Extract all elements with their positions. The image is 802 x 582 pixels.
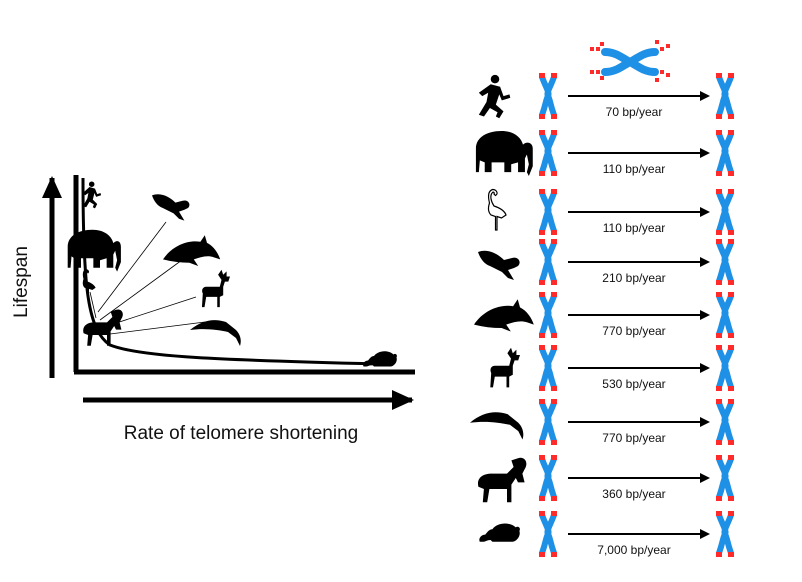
comparison-row: 210 bp/year (478, 239, 734, 285)
mouse-icon (479, 523, 520, 542)
chromosome-before-icon (539, 73, 557, 119)
plot-goat-icon (83, 309, 123, 346)
chromosome-before-icon (539, 239, 557, 285)
chromosome-after-icon (716, 511, 734, 557)
comparison-row: 530 bp/year (490, 345, 734, 391)
chromosome-after-icon (716, 292, 734, 338)
plot-deer-icon (201, 269, 230, 308)
plot-runner-icon (82, 181, 102, 209)
shortening-rate-label: 770 bp/year (602, 431, 665, 445)
comparison-row: 110 bp/year (487, 188, 734, 235)
comparison-row: 110 bp/year (475, 130, 734, 177)
vulture-icon (478, 250, 520, 280)
comparison-row: 770 bp/year (474, 292, 734, 338)
dolphin-icon (474, 299, 534, 332)
chromosome-before-icon (539, 292, 557, 338)
lifespan-plot: Lifespan Rate of telomere shortening (11, 175, 415, 444)
elephant-icon (475, 130, 533, 177)
shortening-rate-label: 360 bp/year (602, 487, 665, 501)
chromosome-after-icon (716, 345, 734, 391)
plot-dolphin-icon (163, 235, 221, 266)
chromosome-after-icon (716, 189, 734, 235)
plot-elephant-icon (67, 229, 121, 272)
comparison-row: 360 bp/year (477, 455, 734, 503)
comparison-row: 770 bp/year (470, 399, 734, 445)
chromosome-after-icon (716, 239, 734, 285)
chromosome-after-icon (716, 130, 734, 176)
chromosome-after-icon (716, 399, 734, 445)
shortening-rate-label: 110 bp/year (603, 221, 666, 235)
shortening-rate-label: 530 bp/year (602, 377, 665, 391)
chromosome-before-icon (539, 130, 557, 176)
comparison-row: 7,000 bp/year (479, 511, 734, 557)
plot-mouse-icon (363, 351, 397, 367)
chromosome-before-icon (539, 345, 557, 391)
chromosome-after-icon (716, 455, 734, 501)
shortening-rate-label: 210 bp/year (602, 271, 665, 285)
shortening-rate-label: 770 bp/year (602, 324, 665, 338)
chromosome-before-icon (539, 189, 557, 235)
seabird-icon (470, 412, 524, 440)
comparison-row: 70 bp/year (478, 73, 734, 119)
chromosome-after-icon (716, 73, 734, 119)
dividing-chromosome-icon (590, 40, 670, 82)
y-axis-label: Lifespan (11, 246, 32, 318)
shortening-rate-label: 110 bp/year (603, 162, 666, 176)
plot-vulture-icon (152, 194, 190, 221)
flamingo-icon (487, 188, 507, 231)
human-runner-icon (478, 74, 511, 119)
x-axis-label: Rate of telomere shortening (124, 423, 358, 444)
chromosome-before-icon (539, 511, 557, 557)
goat-icon (477, 457, 527, 503)
plot-flamingo-icon (82, 269, 96, 299)
shortening-rate-label: 70 bp/year (606, 105, 663, 119)
telomere-comparison: 70 bp/year 110 bp/year 110 bp/year 210 bp/y… (470, 40, 734, 557)
shortening-rate-label: 7,000 bp/year (597, 543, 670, 557)
deer-icon (490, 347, 520, 388)
chromosome-before-icon (539, 455, 557, 501)
chromosome-before-icon (539, 399, 557, 445)
plot-seabird-icon (190, 320, 241, 346)
trend-curve (81, 177, 381, 366)
